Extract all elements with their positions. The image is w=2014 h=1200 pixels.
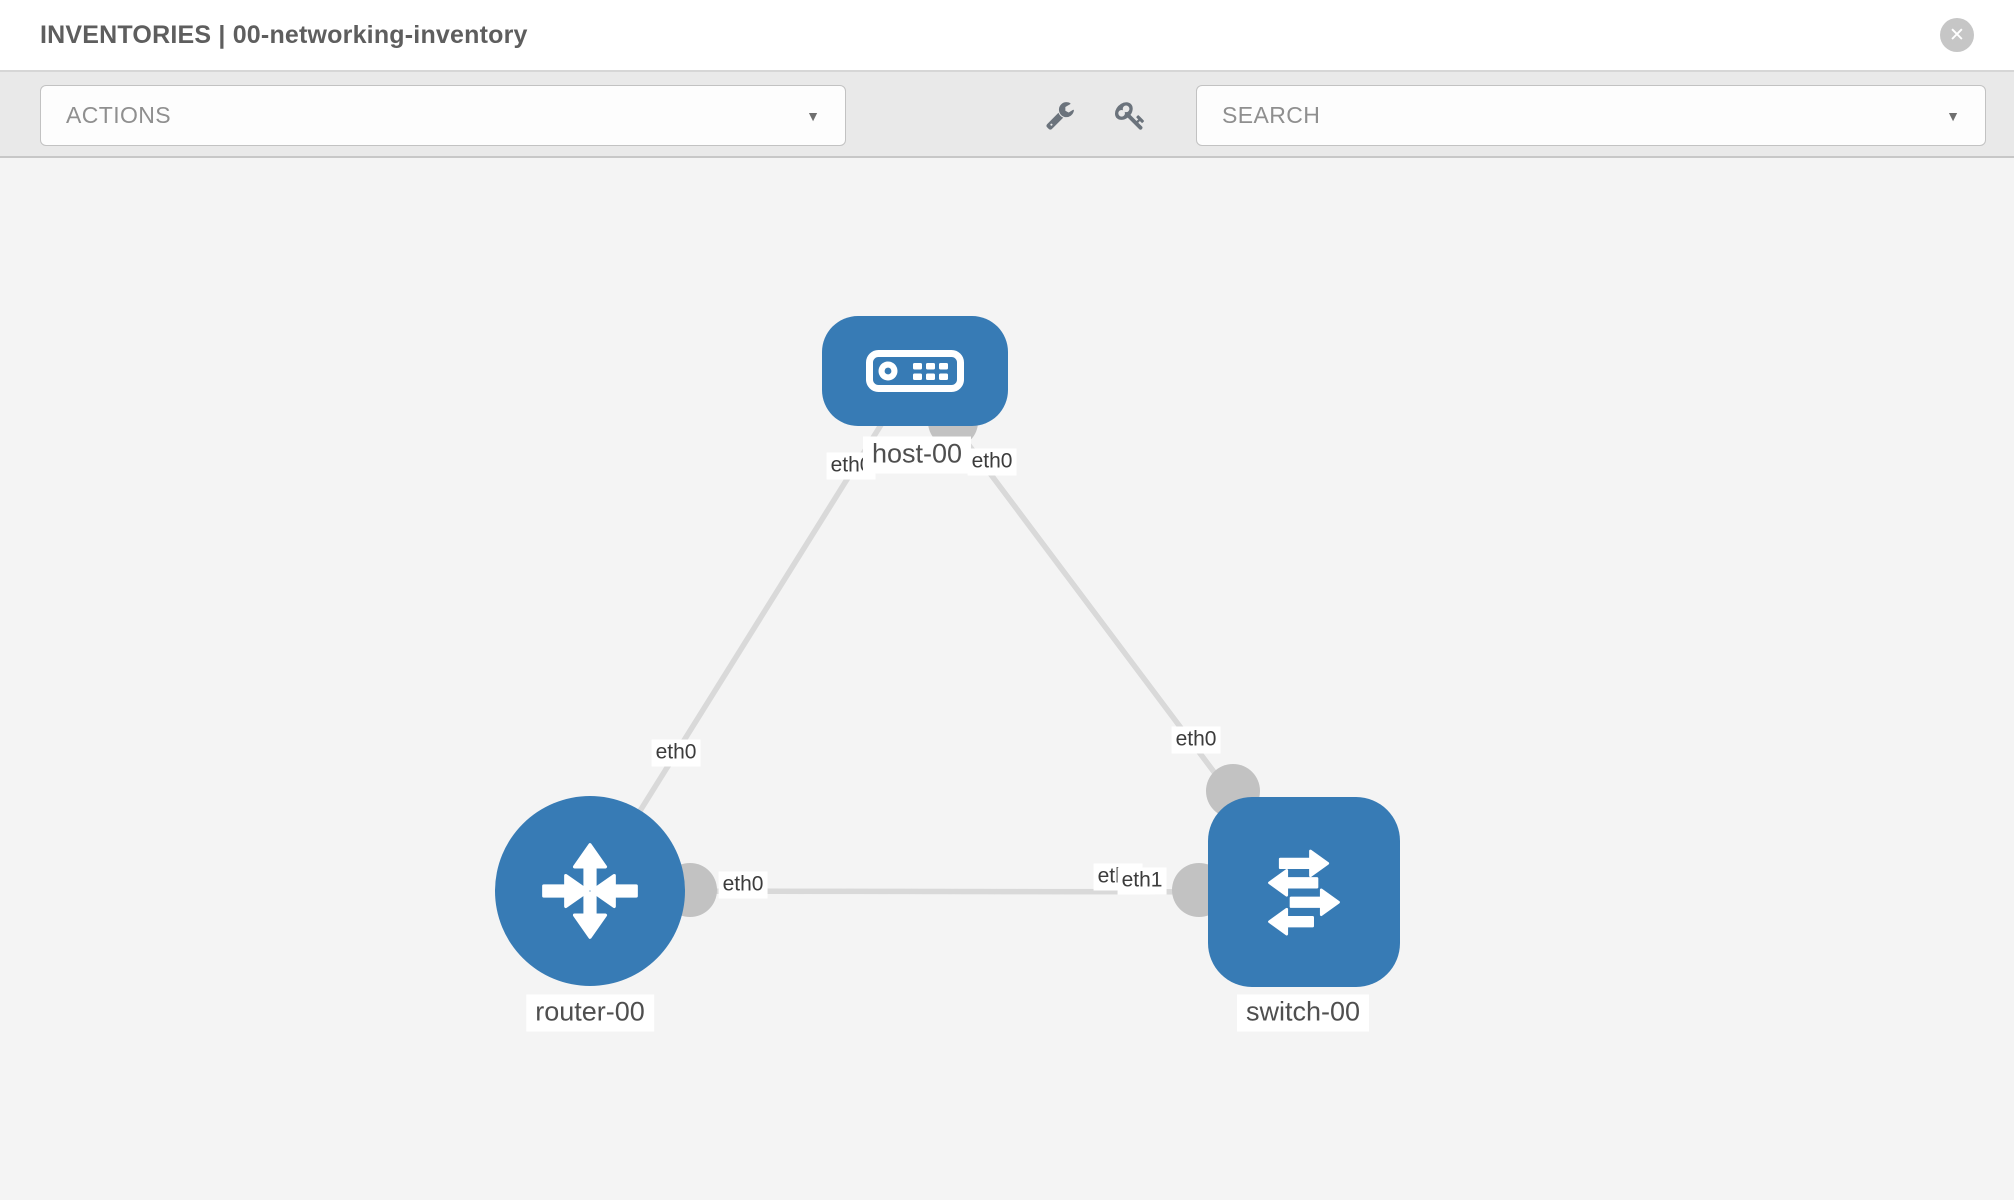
interface-label-eth1: eth1 [1117,867,1167,895]
chevron-down-icon: ▼ [1946,107,1960,124]
page-title: INVENTORIES | 00-networking-inventory [40,21,528,49]
header-bar: INVENTORIES | 00-networking-inventory ✕ [0,0,2014,72]
node-label-host: host-00 [862,436,972,474]
links-layer [587,370,1307,917]
switch-icon [1268,849,1340,936]
actions-dropdown[interactable]: ACTIONS ▼ [40,85,846,146]
interface-label-eth0: eth0 [1171,726,1221,754]
interface-label-eth0: eth0 [967,448,1017,476]
key-icon [1114,101,1144,130]
interface-label-eth0: eth0 [651,739,701,767]
router-icon [542,843,638,939]
chevron-down-icon: ▼ [806,107,820,124]
toolbar: ACTIONS ▼ SEARCH ▼ [0,72,2014,158]
node-label-router: router-00 [526,994,654,1032]
search-dropdown-label: SEARCH [1222,102,1321,128]
interface-label-eth0: eth0 [718,871,768,899]
configure-button[interactable] [1042,97,1078,133]
credentials-button[interactable] [1112,97,1148,133]
actions-dropdown-label: ACTIONS [66,102,172,128]
node-host-00[interactable] [822,316,1008,426]
node-label-switch: switch-00 [1236,994,1370,1032]
search-dropdown[interactable]: SEARCH ▼ [1196,85,1986,146]
close-button[interactable]: ✕ [1940,18,1974,52]
host-icon [866,350,964,392]
node-router-00[interactable] [495,796,685,986]
close-icon: ✕ [1949,24,1965,46]
node-switch-00[interactable] [1208,797,1400,987]
topology-canvas[interactable]: host-00 router-00 switch-00 eth0 eth0 et… [0,158,2014,1200]
wrench-icon [1046,102,1074,130]
